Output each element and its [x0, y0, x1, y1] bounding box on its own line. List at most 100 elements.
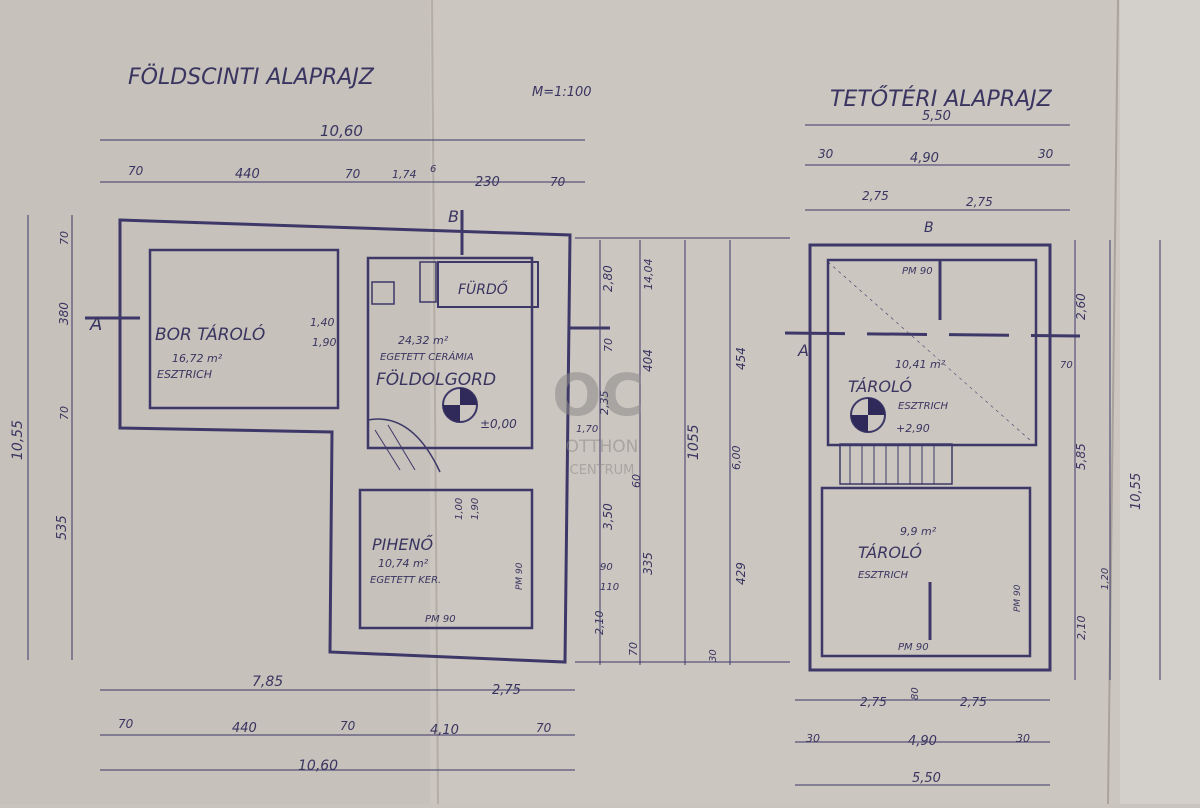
door-label: PM 90: [515, 562, 525, 590]
dim-label: 60: [630, 474, 643, 488]
dim-label: 1055: [686, 424, 702, 460]
dim-label: 1,70: [576, 424, 598, 435]
dim-label: 70: [118, 717, 134, 731]
door-label: 1,00: [454, 498, 465, 520]
ground-floor-title: FÖLDSCINTI ALAPRAJZ: [128, 64, 375, 90]
room-area-attic-lower: 9,9 m²: [900, 525, 937, 538]
wine-storage-room: [148, 248, 340, 410]
dim-label: 2,75: [492, 683, 521, 698]
dim-label: 70: [58, 231, 71, 245]
dim-label: 110: [600, 582, 619, 593]
room-floor-attic-lower: ESZTRICH: [858, 570, 909, 581]
dim-label: 1,74: [392, 168, 417, 181]
dim-label: 70: [627, 642, 640, 656]
dimension-lines: [27, 139, 790, 771]
attic-exterior-wall: [808, 243, 1052, 672]
dim-label: 6,00: [730, 446, 743, 471]
room-floor-hall: EGETETT CERÁMIA: [380, 350, 474, 363]
dim-label: 10,55: [10, 420, 26, 460]
door-label: 1,90: [470, 498, 481, 520]
dim-label: 380: [57, 302, 71, 325]
kitchen-unit: [371, 281, 395, 305]
shower: [419, 261, 437, 303]
scale-label: M=1:100: [532, 85, 592, 100]
room-name-hall: FÖLDOLGORD: [376, 368, 496, 390]
level-label-hall: ±0,00: [480, 417, 517, 431]
dim-label: 30: [1038, 147, 1054, 161]
section-mark-b: B: [448, 207, 459, 226]
room-name-attic-upper: TÁROLÓ: [848, 377, 912, 396]
dim-label: 70: [340, 719, 356, 733]
paper-fold-line: [431, 0, 439, 805]
dim-label: 3,50: [601, 503, 615, 530]
room-area-rest: 10,74 m²: [378, 557, 429, 570]
attic-section-mark-b: B: [924, 220, 934, 236]
door-label: 1,40: [310, 316, 335, 329]
door-label: 1,90: [312, 336, 337, 349]
dim-label: 10,55: [1129, 473, 1144, 510]
ground-floor-plan: [27, 139, 790, 771]
level-marker-icon: [442, 387, 478, 423]
dim-label: 454: [734, 347, 748, 370]
dim-label: 2,75: [966, 195, 993, 209]
dim-label: 70: [536, 721, 552, 735]
dim-label: 70: [550, 175, 566, 189]
room-area-storage: 16,72 m²: [172, 352, 223, 365]
watermark-line2: CENTRUM: [570, 463, 635, 478]
dim-label: 70: [58, 406, 71, 420]
dim-label: 2,75: [860, 695, 887, 709]
door-label: PM 90: [902, 266, 933, 277]
attic-floor-plan: [784, 124, 1161, 786]
paper-panel-left: [0, 0, 430, 804]
dim-label: 30: [806, 732, 820, 745]
dim-label: 2,60: [1074, 293, 1088, 320]
dim-label: 30: [708, 649, 719, 662]
dim-label: 5,50: [922, 109, 951, 124]
dim-label: 535: [55, 515, 70, 540]
door-label: PM 90: [898, 642, 929, 653]
dim-label: 5,50: [912, 771, 941, 786]
attic-dimension-lines: [795, 124, 1161, 786]
attic-lower-room: [820, 486, 1032, 658]
dim-label: 70: [602, 338, 615, 352]
dim-label: 2,10: [593, 611, 606, 636]
dim-label: 4,90: [910, 151, 939, 166]
dim-label: 230: [475, 175, 500, 190]
dim-label: 2,80: [601, 265, 615, 292]
door-label: PM 90: [1013, 584, 1023, 612]
dim-label: 70: [1060, 360, 1073, 371]
watermark-logo: OC OTTHON CENTRUM: [552, 361, 644, 478]
dim-label: 14,04: [642, 259, 655, 291]
dim-label: 70: [128, 164, 144, 178]
dim-label: 404: [641, 349, 655, 372]
section-mark-a: A: [89, 314, 102, 335]
attic-section-line-a: [784, 331, 1081, 338]
room-name-storage: BOR TÁROLÓ: [155, 323, 265, 345]
rest-room: [358, 488, 534, 630]
door-label: 80: [910, 687, 921, 700]
dim-label: 10,60: [298, 758, 338, 774]
bathroom: [437, 261, 539, 308]
exterior-wall: [118, 218, 572, 664]
dim-label: 335: [641, 552, 655, 575]
attic-level-marker-icon: [850, 397, 886, 433]
dim-label: 10,60: [320, 122, 363, 140]
dim-label: 4,90: [908, 734, 937, 749]
room-floor-rest: EGETETT KER.: [370, 575, 441, 586]
dim-label: 440: [232, 721, 257, 736]
attic-stair: [839, 443, 953, 485]
dim-label: 2,75: [862, 189, 889, 203]
dim-label: 2,10: [1075, 616, 1088, 641]
dim-label: 2,35: [598, 391, 611, 416]
attic-floor-title: TETŐTÉRI ALAPRAJZ: [830, 86, 1053, 112]
attic-upper-room: [826, 258, 1038, 447]
watermark-logo-text: OC: [552, 361, 644, 429]
dim-label: 90: [600, 562, 613, 573]
room-name-attic-lower: TÁROLÓ: [858, 543, 922, 562]
level-label-attic: +2,90: [896, 422, 930, 435]
spiral-stair: [367, 418, 441, 473]
room-floor-storage: ESZTRICH: [157, 368, 212, 381]
room-floor-attic-upper: ESZTRICH: [898, 401, 949, 412]
